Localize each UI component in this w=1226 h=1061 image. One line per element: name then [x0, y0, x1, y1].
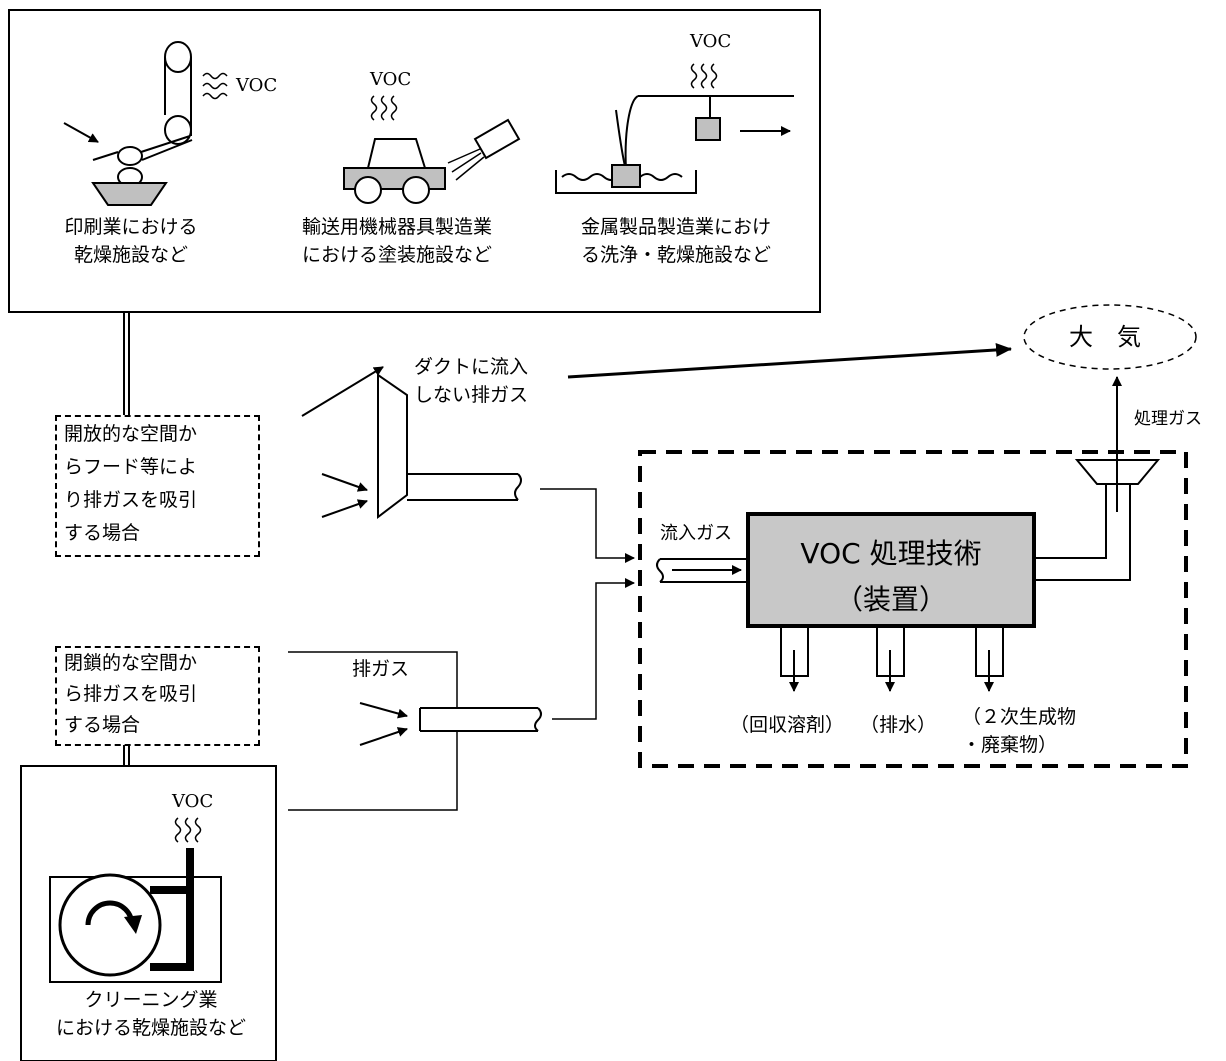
output-pipes: [780, 628, 1004, 677]
cleaning-caption: クリーニング業 における乾燥施設など: [28, 986, 274, 1042]
closed-space-line2: ら排ガスを吸引: [64, 683, 198, 705]
treatment-unit: VOC 処理技術 （装置）: [746, 512, 1036, 628]
dry-cleaner-frame: [49, 876, 222, 983]
wastewater-label: （排水）: [860, 714, 937, 736]
treated-gas-label: 処理ガス: [1134, 409, 1202, 429]
closed-space-line3: する場合: [64, 714, 141, 736]
open-space-line2: らフード等によ: [64, 456, 198, 478]
exhaust-label: 排ガス: [352, 658, 410, 680]
treatment-unit-title: VOC 処理技術: [800, 537, 982, 570]
voc-label-metal: VOC: [690, 31, 732, 52]
closed-space-box: [55, 646, 260, 746]
atmosphere-ellipse: [1023, 304, 1197, 370]
source-panel-top: [8, 9, 821, 313]
bypass-line2: しない排ガス: [414, 384, 529, 406]
byproduct-caption: （２次生成物 ・廃棄物）: [962, 703, 1076, 759]
bypass-line1: ダクトに流入: [414, 356, 529, 378]
exhaust-arrow-2: [359, 727, 408, 746]
printing-caption-line2: 乾燥施設など: [73, 244, 188, 266]
open-space-caption: 開放的な空間か らフード等によ り排ガスを吸引 する場合: [64, 418, 197, 550]
open-space-box: [55, 415, 260, 557]
open-space-line4: する場合: [64, 522, 141, 544]
bypass-caption: ダクトに流入 しない排ガス: [414, 353, 528, 409]
byproduct-line1: （２次生成物: [962, 706, 1077, 728]
closed-space-caption: 閉鎖的な空間か ら排ガスを吸引 する場合: [64, 648, 197, 741]
closed-space-line1: 閉鎖的な空間か: [64, 652, 198, 674]
washing-line-icon: [555, 95, 794, 194]
suction-arrow-1: [321, 473, 368, 492]
voc-wave-car: [370, 95, 398, 121]
voc-wave-printing: [202, 72, 228, 100]
metal-caption-line1: 金属製品製造業におけ: [580, 216, 771, 238]
feed-arrow: [63, 122, 99, 143]
metal-caption-line2: る洗浄・乾燥施設など: [580, 244, 771, 266]
bypass-arrow: [301, 366, 384, 417]
open-space-line3: り排ガスを吸引: [64, 489, 198, 511]
voc-wave-metal: [690, 63, 718, 89]
atmosphere-arrow: [567, 342, 1012, 379]
voc-wave-cleaning: [174, 817, 202, 843]
cleaning-caption-line1: クリーニング業: [84, 989, 218, 1011]
recovered-solvent-label: （回収溶剤）: [730, 714, 845, 736]
closed-enclosure: [288, 651, 458, 708]
treatment-boundary: [638, 450, 1188, 768]
dryer-drum-icon: [58, 848, 194, 977]
atmosphere-label: 大 気: [1069, 323, 1141, 351]
byproduct-line2: ・廃棄物）: [962, 734, 1058, 756]
printing-caption-line1: 印刷業における: [64, 216, 198, 238]
treatment-unit-subtitle: （装置）: [834, 583, 947, 616]
transport-caption-line1: 輸送用機械器具製造業: [301, 216, 492, 238]
printing-caption: 印刷業における 乾燥施設など: [36, 213, 226, 269]
metal-caption: 金属製品製造業におけ る洗浄・乾燥施設など: [558, 213, 794, 269]
spray-gun-icon: [447, 118, 521, 181]
exhaust-arrow-1: [359, 702, 408, 719]
voc-label-car: VOC: [370, 69, 412, 90]
hood-icon: [377, 373, 408, 520]
transport-caption-line2: における塗装施設など: [301, 244, 492, 266]
source-panel-cleaning: [20, 765, 277, 1061]
printing-machine-icon: [91, 41, 193, 206]
open-space-line1: 開放的な空間か: [64, 423, 198, 445]
transport-caption: 輸送用機械器具製造業 における塗装施設など: [282, 213, 512, 269]
inflow-gas-label: 流入ガス: [660, 523, 732, 544]
voc-label-cleaning: VOC: [172, 791, 214, 812]
car-icon: [343, 138, 446, 204]
cleaning-caption-line2: における乾燥施設など: [55, 1017, 246, 1039]
voc-label-printing: VOC: [236, 75, 278, 96]
suction-arrow-2: [321, 499, 368, 518]
